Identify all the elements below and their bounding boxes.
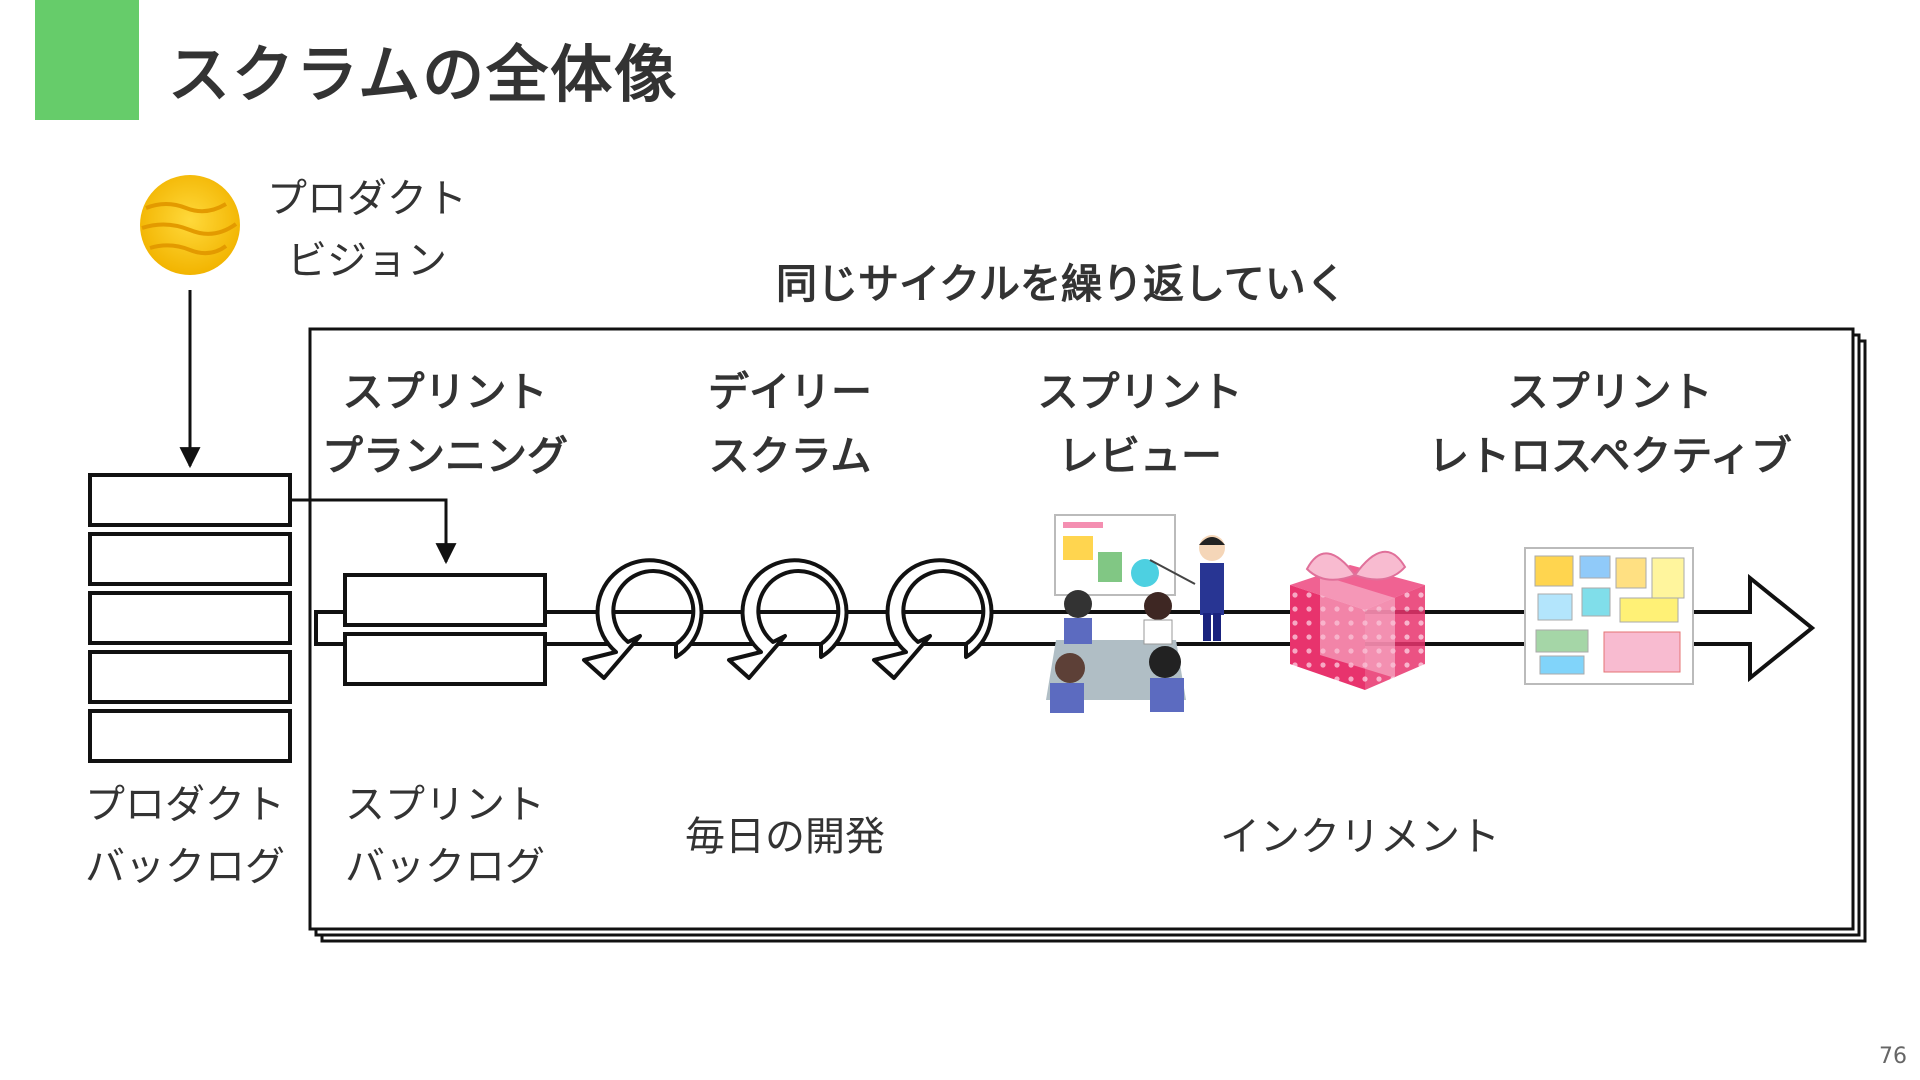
- slide-title: スクラムの全体像: [168, 38, 679, 111]
- product-backlog-stack: [88, 473, 292, 763]
- sun-icon: [140, 175, 240, 275]
- daily-development-label: 毎日の開発: [685, 814, 885, 860]
- event-line2: レトロスペクティブ: [1428, 432, 1792, 480]
- event-sprint-review: スプリント レビュー: [990, 360, 1290, 488]
- backlog-to-sprint-arrow: [290, 498, 457, 565]
- artifact-line2: バックログ: [345, 844, 545, 890]
- sprint-backlog-stack: [343, 573, 547, 686]
- product-vision-line1: プロダクト: [267, 176, 467, 222]
- event-line2: スクラム: [708, 432, 872, 480]
- sprint-backlog-label: スプリント バックログ: [320, 774, 570, 898]
- increment-label: インクリメント: [1220, 814, 1500, 860]
- event-sprint-retrospective: スプリント レトロスペクティブ: [1400, 360, 1820, 488]
- event-line1: スプリント: [1507, 368, 1713, 416]
- presentation-meeting-illustration: [1046, 514, 1225, 713]
- event-line2: プランニング: [322, 432, 568, 480]
- product-vision-label: プロダクト ビジョン: [262, 168, 472, 292]
- event-sprint-planning: スプリント プランニング: [295, 360, 595, 488]
- page-number: 76: [1879, 1044, 1907, 1069]
- daily-loop-icons: [582, 558, 994, 680]
- event-daily-scrum: デイリー スクラム: [640, 360, 940, 488]
- gift-box-illustration: [1290, 550, 1425, 690]
- event-line1: スプリント: [342, 368, 548, 416]
- event-line1: デイリー: [708, 368, 872, 416]
- event-line2: レビュー: [1058, 432, 1222, 480]
- event-line1: スプリント: [1037, 368, 1243, 416]
- artifact-line2: バックログ: [85, 844, 285, 890]
- artifact-line1: スプリント: [345, 782, 545, 828]
- title-accent-block: [35, 0, 139, 120]
- artifact-line1: プロダクト: [85, 782, 285, 828]
- sticky-note-board-illustration: [1524, 547, 1694, 685]
- product-vision-line2: ビジョン: [287, 238, 447, 284]
- cycle-caption: 同じサイクルを繰り返していく: [776, 260, 1347, 308]
- product-backlog-label: プロダクト バックログ: [60, 774, 310, 898]
